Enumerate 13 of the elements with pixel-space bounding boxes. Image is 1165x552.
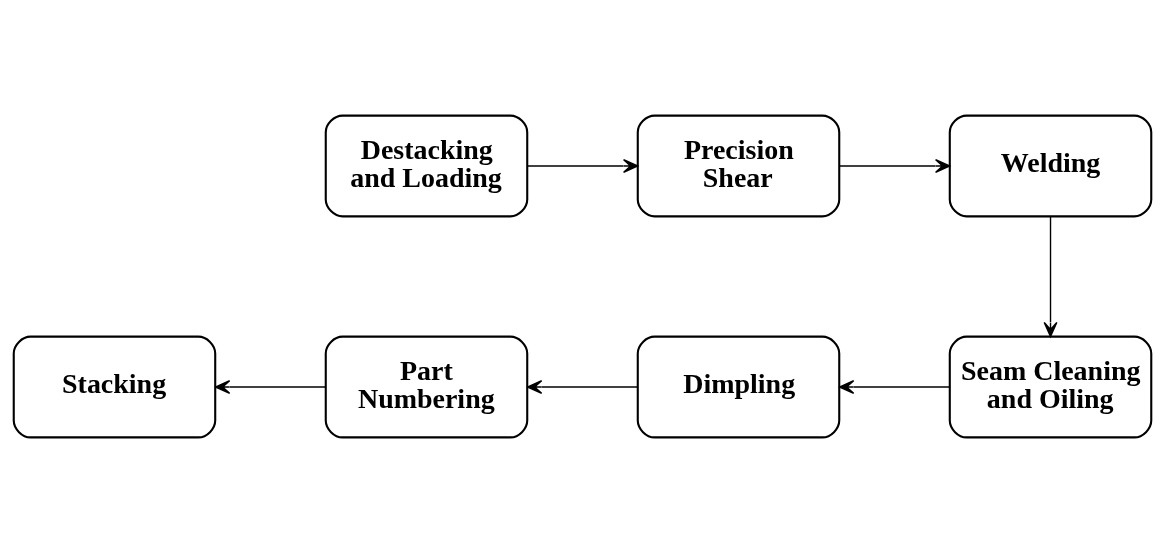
arrow (214, 379, 327, 394)
node-box: Seam Cleaning and Oiling (948, 335, 1153, 438)
node-box: Destacking and Loading (324, 114, 529, 217)
arrow (838, 158, 951, 173)
node-box: Welding (948, 114, 1153, 217)
node-box: Part Numbering (324, 335, 529, 438)
node-box: Precision Shear (636, 114, 841, 217)
arrow (526, 158, 639, 173)
arrow (526, 379, 639, 394)
node-box: Stacking (12, 335, 217, 438)
node-box: Dimpling (636, 335, 841, 438)
arrow (838, 379, 951, 394)
arrow (1043, 215, 1058, 337)
